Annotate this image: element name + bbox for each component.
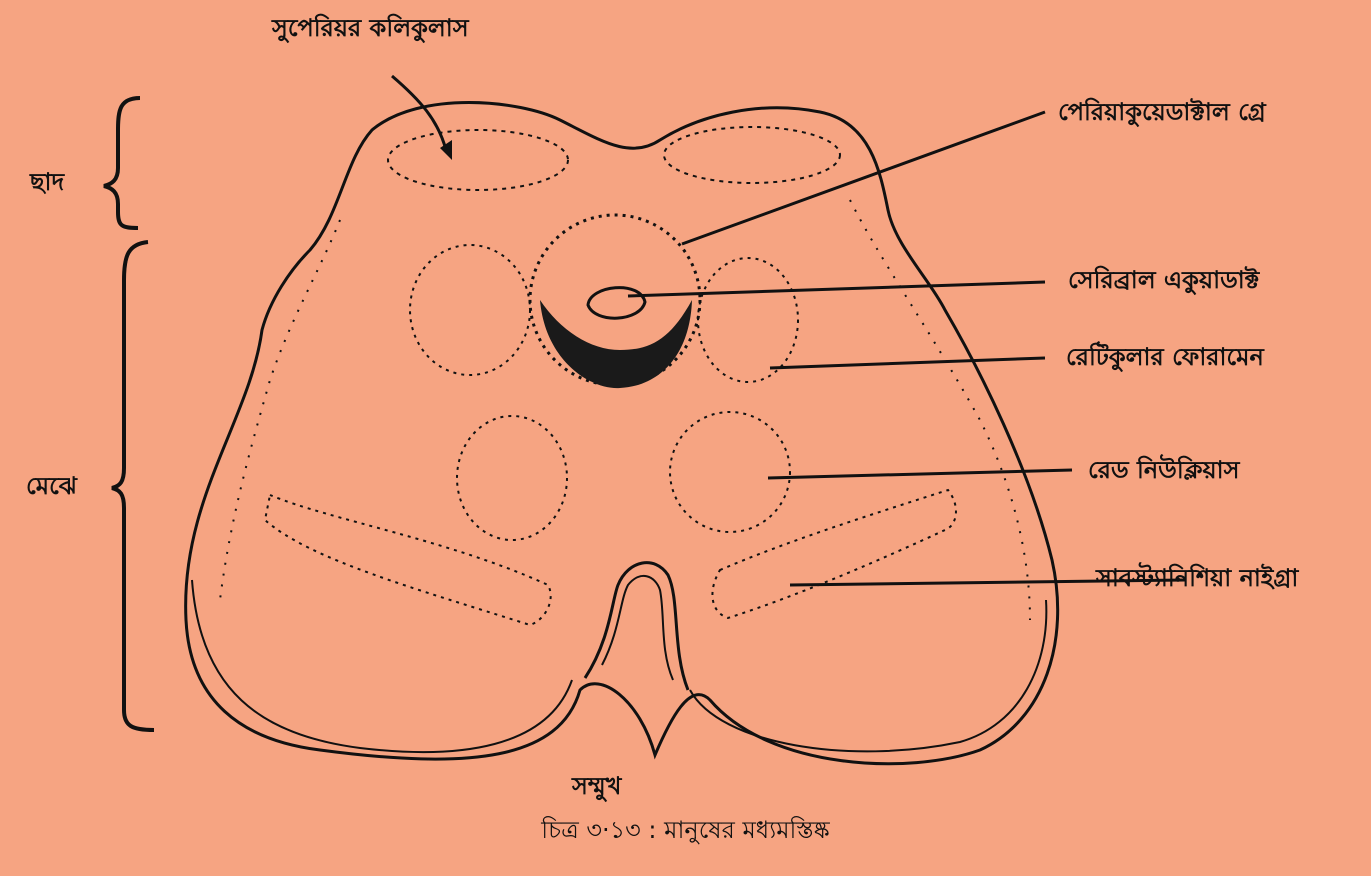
pointer-periaqueductal-grey — [682, 112, 1045, 244]
red-nucleus-right — [670, 412, 790, 532]
substantia-nigra-right — [712, 490, 956, 618]
inner-outline-left — [192, 580, 572, 752]
label-superior-colliculus: সুপেরিয়র কলিকুলাস — [272, 16, 469, 40]
red-nucleus-left — [457, 416, 567, 540]
floor-bracket — [112, 242, 154, 730]
pointer-reticular-formation — [770, 358, 1045, 368]
label-roof: ছাদ — [30, 170, 64, 194]
label-periaqueductal-grey: পেরিয়াকুয়েডাক্টাল গ্রে — [1058, 100, 1266, 124]
substantia-nigra-left — [265, 495, 551, 625]
pointer-superior-colliculus-arrow — [440, 140, 452, 160]
marginal-band — [850, 200, 1030, 620]
pointer-cerebral-aqueduct — [628, 282, 1045, 296]
label-anterior: সম্মুখ — [572, 774, 621, 798]
superior-colliculus-left — [388, 130, 568, 190]
reticular-formation-left — [410, 245, 530, 375]
label-substantia-nigra: সাবস্ট্যানিশিয়া নাইগ্রা — [1096, 566, 1298, 590]
label-reticular-formation: রেটিকুলার ফোরামেন — [1066, 345, 1264, 369]
cerebral-aqueduct — [588, 288, 645, 319]
label-cerebral-aqueduct: সেরিব্রাল একুয়াডাক্ট — [1068, 268, 1259, 292]
label-floor: মেঝে — [26, 474, 77, 498]
figure-caption: চিত্র ৩·১৩ : মানুষের মধ্যমস্তিষ্ক — [0, 818, 1371, 842]
roof-bracket — [104, 98, 140, 228]
midbrain-outline — [186, 103, 1058, 764]
superior-colliculus-right — [664, 127, 840, 183]
interpeduncular-fossa-inner — [602, 576, 673, 680]
interpeduncular-fossa — [585, 563, 688, 690]
reticular-formation-right — [698, 258, 798, 382]
label-red-nucleus: রেড নিউক্লিয়াস — [1088, 458, 1239, 482]
